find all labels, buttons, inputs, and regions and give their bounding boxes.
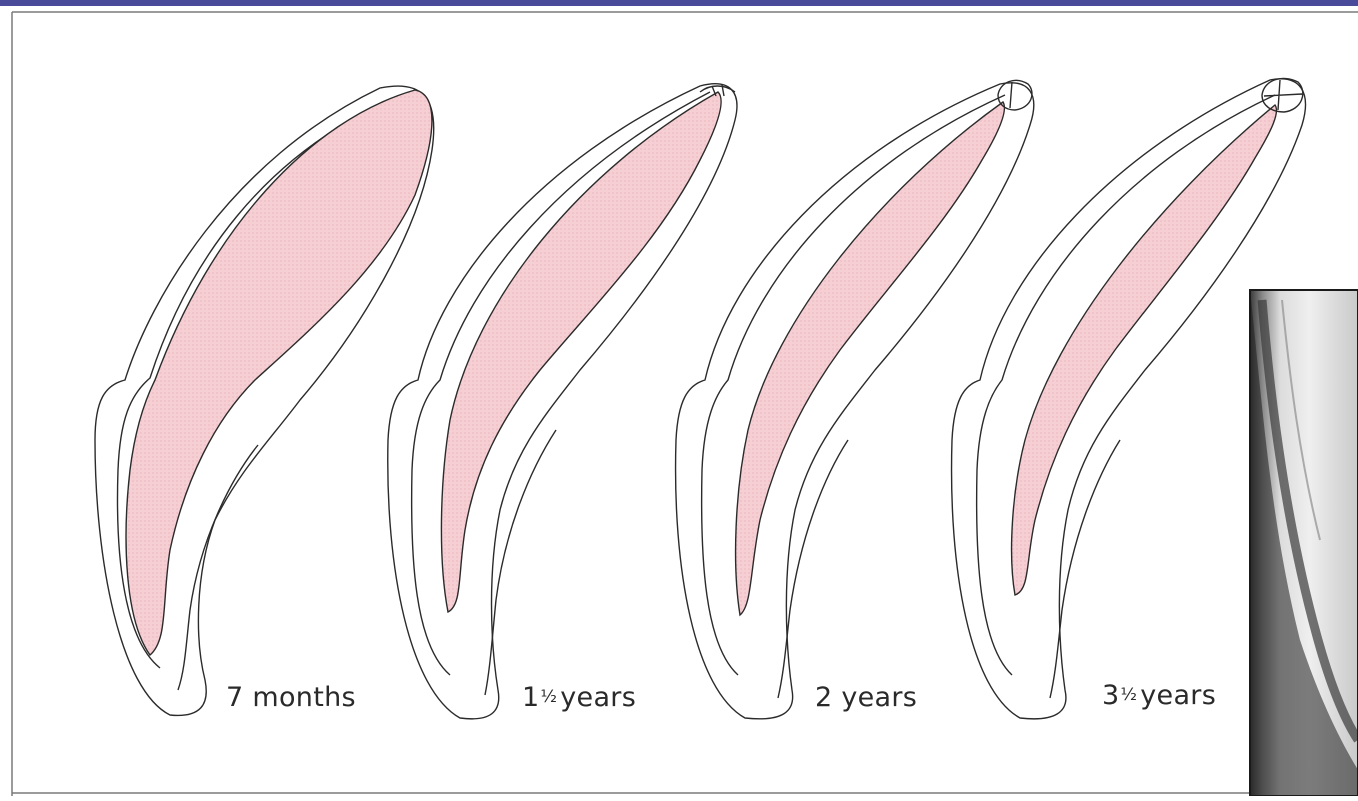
pulp-chamber [441,92,721,612]
stage-fraction: ½ [1120,685,1137,705]
root-sheath [485,430,556,695]
pulp-chamber [1012,105,1277,595]
stage-fraction: ½ [540,687,557,707]
stage-label-2-years: 2 years [815,682,917,713]
pulp-chamber [126,90,432,655]
tooth-outer-outline [676,83,1034,719]
stage-label-7-months: 7 months [226,682,356,713]
stage-whole: 3 [1102,680,1119,711]
tooth-2-years [676,80,1034,718]
tooth-1-5-years [388,84,737,719]
pulp-chamber [736,102,1005,615]
stage-whole: 1 [522,682,539,713]
tooth-7-months [95,86,434,715]
top-frame-bar [0,0,1358,6]
stage-unit: years [560,682,636,713]
inset-micrograph-photo [1250,290,1358,796]
stage-unit: years [1140,680,1216,711]
